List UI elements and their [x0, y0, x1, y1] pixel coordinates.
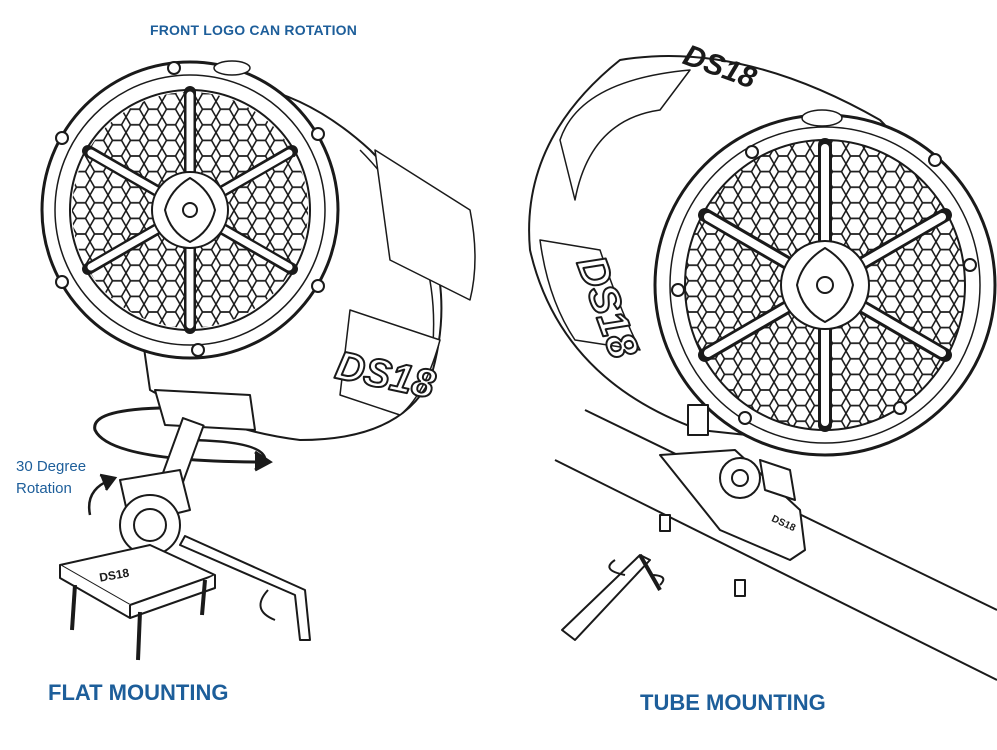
tube-mount-speaker: DS18 DS18	[528, 39, 997, 457]
tube-mounting-title: TUBE MOUNTING	[640, 690, 826, 715]
clamp-screws	[659, 514, 746, 597]
bezel-screws	[55, 61, 325, 357]
hex-key-wrench-right	[561, 554, 651, 641]
rotation-label-line1: 30 Degree	[16, 458, 87, 475]
tilt-rotation-arrow	[87, 473, 118, 516]
rotation-angle-label: 30 Degree Rotation	[16, 456, 86, 500]
tube-clamp-bracket: DS18	[561, 404, 806, 641]
flat-mount-bracket: DS18	[59, 389, 311, 661]
bezel-screws-right	[671, 145, 977, 425]
mounting-screws	[70, 579, 207, 661]
flat-mount-speaker: DS18	[40, 60, 476, 441]
flat-mounting-title: FLAT MOUNTING	[48, 680, 229, 705]
base-plate-logo: DS18	[98, 566, 130, 585]
rotation-label-line2: Rotation	[16, 480, 72, 497]
front-logo-rotation-caption: FRONT LOGO CAN ROTATION	[150, 22, 358, 38]
hex-key-wrench	[179, 535, 311, 641]
